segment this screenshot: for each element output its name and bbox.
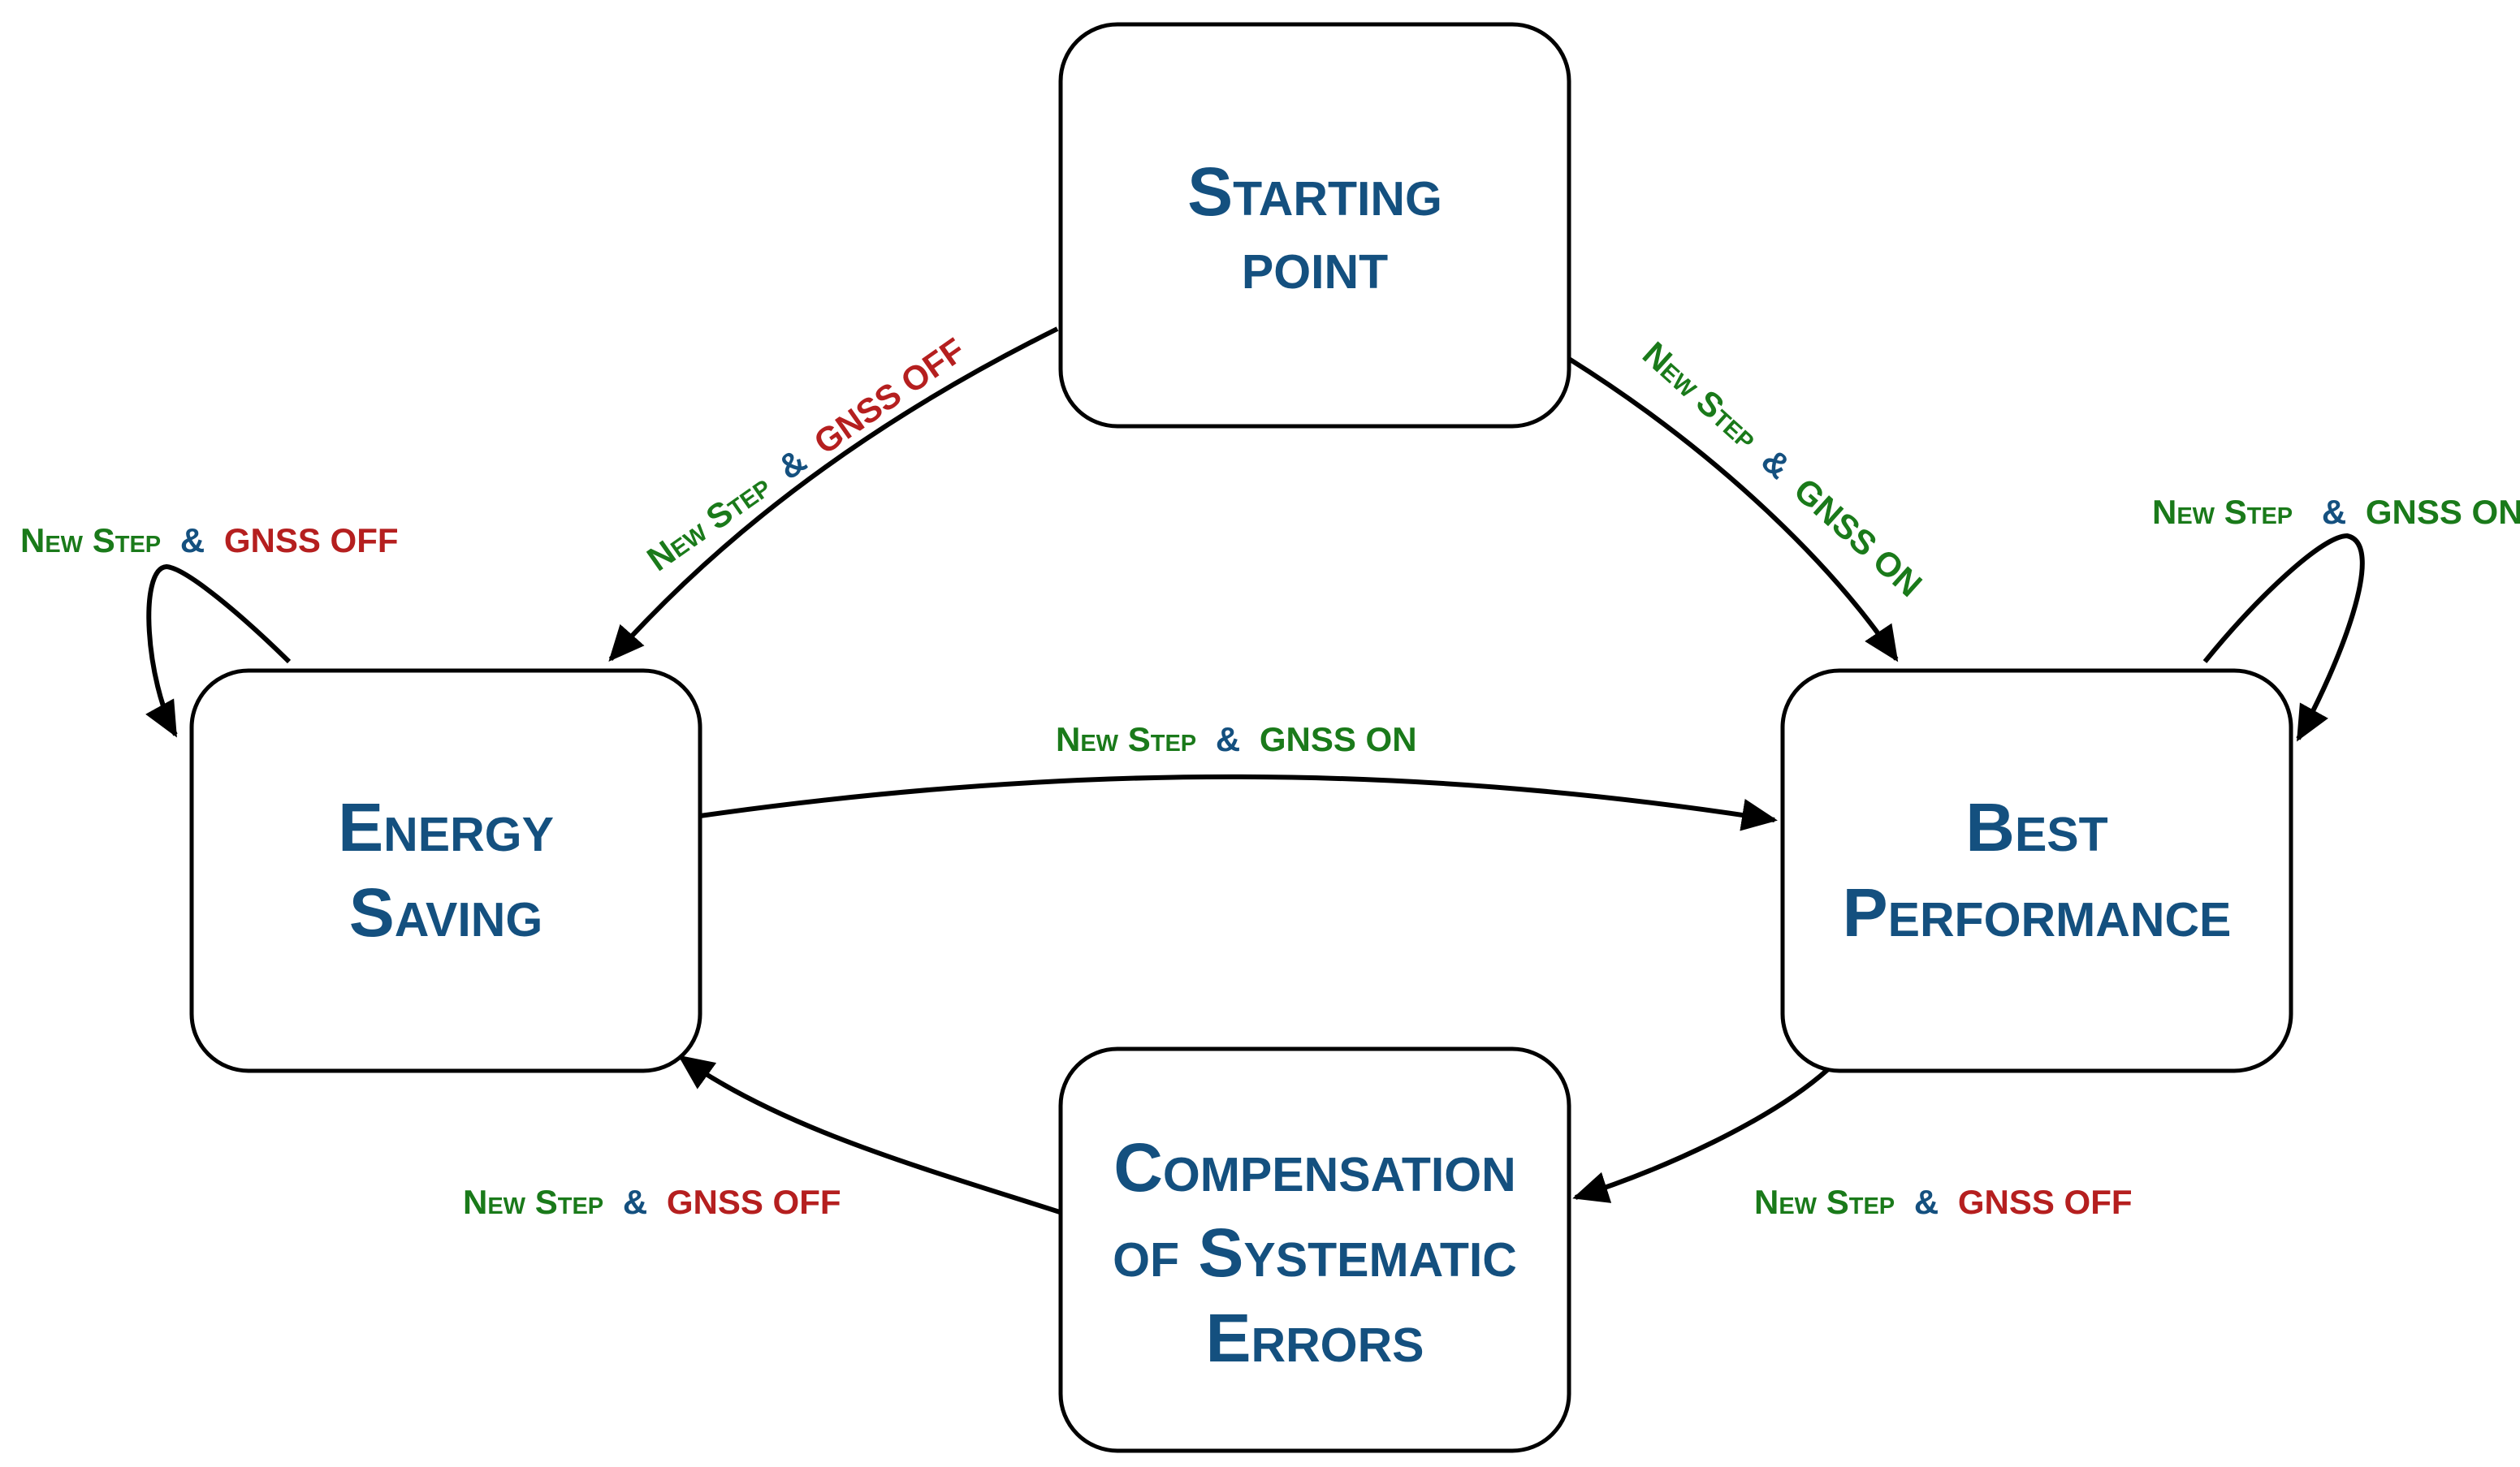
edge-best-self-loop [2202,533,2365,742]
edge-energy-self-loop [145,563,292,738]
node-compensation-box [1058,1046,1571,1453]
node-starting-point-box [1058,22,1571,429]
node-best-performance-line2: Performance [1843,874,2232,951]
node-energy-saving-line2: Saving [349,874,543,951]
edge-best-to-comp [1572,1068,1829,1203]
node-best-performance-box [1780,668,2293,1073]
node-starting-point-line2: point [1242,227,1388,303]
node-energy-saving-box [189,668,702,1073]
label-energy-to-best: New Step & GNSS ON [1056,720,1417,758]
label-best-to-comp: New Step & GNSS OFF [1754,1183,2133,1221]
node-best-performance-line1: Best [1965,789,2107,865]
node-energy-saving-line1: Energy [338,789,554,865]
edge-energy-to-best [699,774,1778,831]
label-energy-self-loop: New Step & GNSS OFF [20,521,399,559]
label-start-to-best: New Step & GNSS ON [1636,334,1930,604]
label-comp-to-energy: New Step & GNSS OFF [463,1183,841,1221]
edge-start-to-energy [608,326,1059,662]
edge-start-to-best [1567,356,1899,662]
label-start-to-energy: New Step & GNSS OFF [640,330,971,579]
node-compensation-line2: of Systematic [1113,1215,1517,1291]
label-best-self-loop: New Step & GNSS ON [2152,493,2520,531]
node-compensation-line1: Compensation [1113,1129,1516,1206]
edge-comp-to-energy [677,1055,1061,1215]
node-starting-point-line1: Starting [1187,153,1442,230]
node-compensation-line3: Errors [1205,1300,1424,1376]
